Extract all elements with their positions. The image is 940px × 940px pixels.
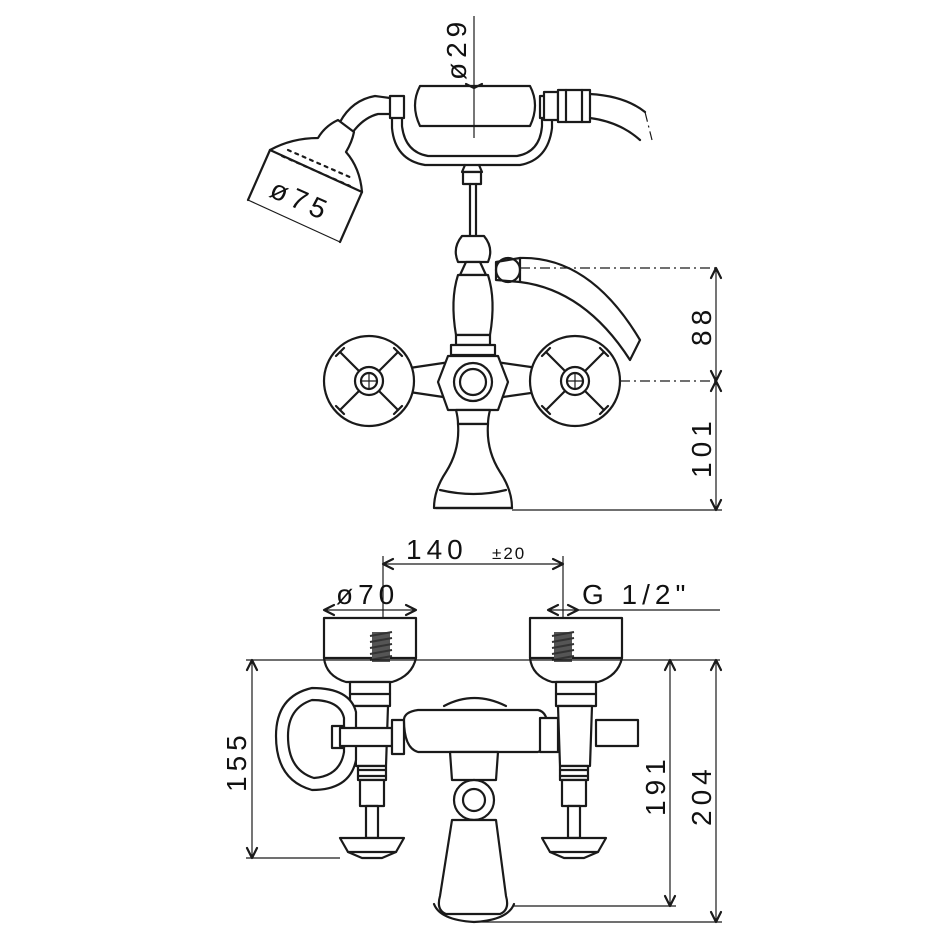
dim-flange-diameter: ø70 bbox=[336, 579, 399, 610]
dim-showerhead-diameter: ø75 bbox=[266, 173, 336, 227]
side-dimensions bbox=[245, 658, 723, 924]
handshower-handle bbox=[413, 16, 653, 142]
right-flange bbox=[528, 616, 624, 684]
front-dimensions bbox=[512, 266, 723, 512]
right-valve bbox=[540, 680, 608, 860]
mixer-body bbox=[394, 234, 554, 510]
shower-head bbox=[246, 118, 364, 244]
dim-center-tolerance: ±20 bbox=[492, 544, 526, 563]
cradle-side bbox=[274, 686, 406, 792]
dim-overall-depth: 204 bbox=[686, 764, 717, 826]
center-body bbox=[402, 696, 640, 924]
dim-wall-to-handle: 155 bbox=[221, 730, 252, 792]
left-flange bbox=[322, 616, 418, 684]
flange-dimension: ø70 G 1/2" bbox=[322, 579, 720, 617]
front-view: ø29 ø75 88 101 bbox=[246, 16, 723, 512]
dim-handshower-diameter: ø29 bbox=[441, 17, 472, 80]
dim-connection-thread: G 1/2" bbox=[582, 579, 690, 610]
dim-handle-axis-height: 101 bbox=[686, 416, 717, 478]
dim-wall-to-spout-base: 191 bbox=[640, 754, 671, 816]
dim-center-distance: 140 bbox=[406, 534, 468, 565]
side-view: 140 ±20 ø70 G 1/2" bbox=[221, 534, 723, 924]
center-distance-dimension: 140 ±20 bbox=[381, 534, 565, 626]
left-handle bbox=[322, 334, 416, 428]
dim-spout-height: 88 bbox=[686, 305, 717, 346]
spout bbox=[494, 256, 716, 362]
left-valve bbox=[338, 680, 406, 860]
right-handle bbox=[528, 334, 622, 428]
